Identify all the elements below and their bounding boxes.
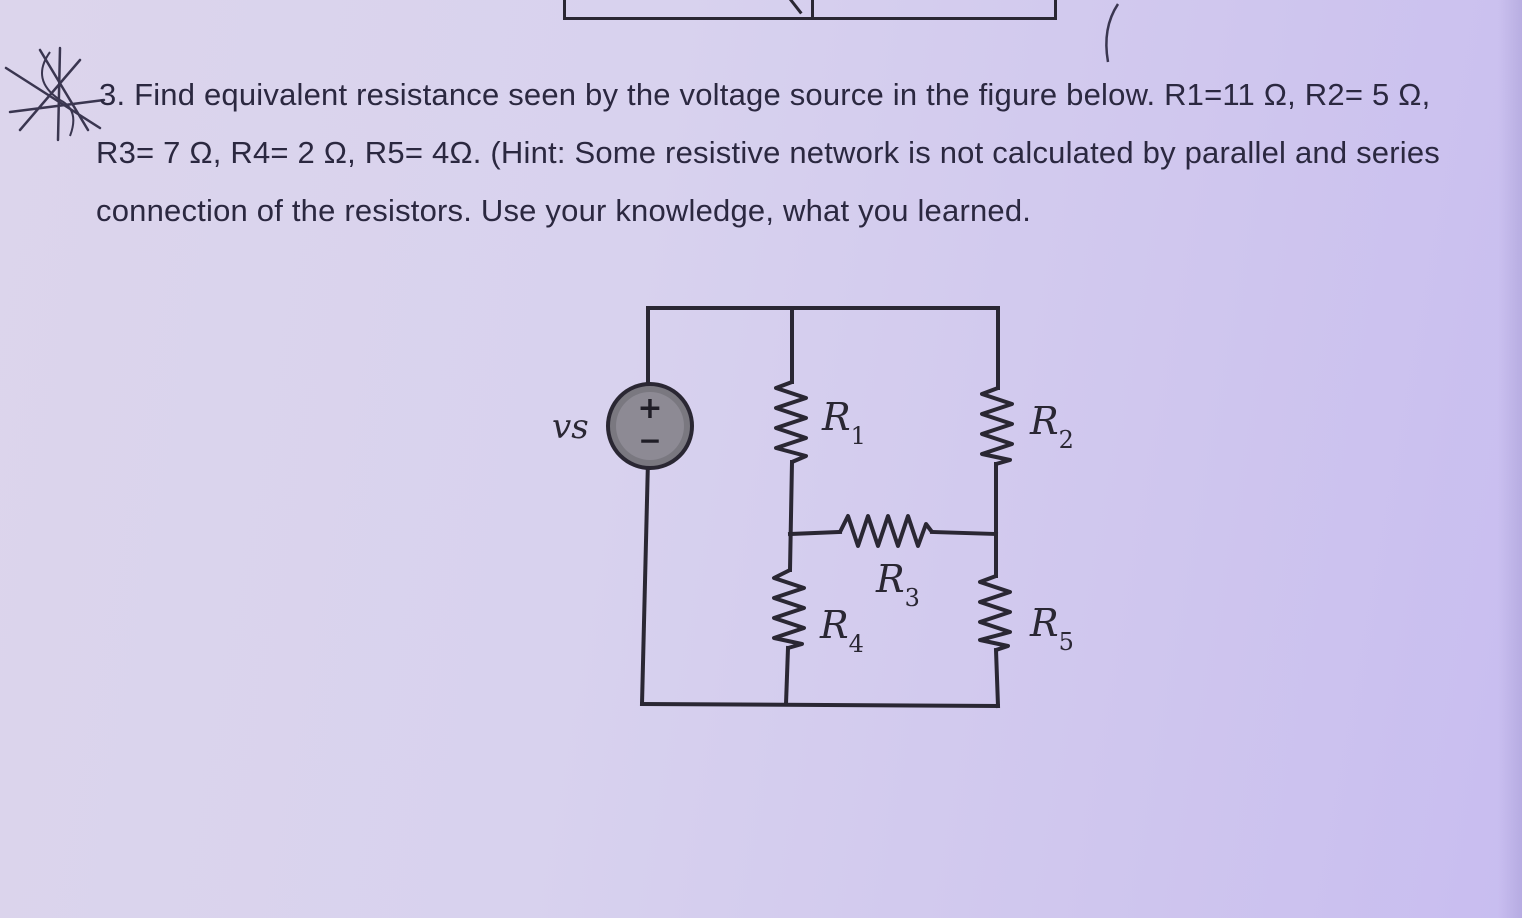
problem-line-2: R3= 7 Ω, R4= 2 Ω, R5= 4Ω. (Hint: Some re… [96,135,1440,170]
resistor-r5-zigzag [978,574,1012,652]
voltage-source: + − [606,382,694,470]
r1-label: R1 [821,395,866,450]
problem-line-3: connection of the resistors. Use your kn… [96,193,1032,228]
wire-r3-left [787,529,843,537]
problem-statement: 3. Find equivalent resistance seen by th… [96,66,1496,240]
previous-figure-fragment [563,0,1057,20]
wire-r3-right [929,529,999,537]
r4-label: R4 [819,603,864,658]
r5-label: R5 [1029,601,1074,656]
wire-right-col-bottom [993,647,1001,709]
handwritten-paren-mark [1105,3,1120,63]
wire-left-lower [639,457,651,707]
wire-mid-col-mid [787,459,795,573]
source-label: vs [552,407,589,447]
circuit-diagram: + − vs R1 R2 R3 R4 R5 [552,306,1074,709]
problem-line-1: 3. Find equivalent resistance seen by th… [99,77,1431,112]
wire-bottom [639,701,1001,709]
resistor-r4-zigzag [772,568,806,650]
r2-label: R2 [1029,399,1074,454]
r3-label: R3 [875,557,920,612]
wire-mid-col-bottom [783,645,791,707]
previous-figure-diagonal [778,0,803,15]
handwritten-star-icon [4,46,106,142]
resistor-r1-zigzag [774,380,808,464]
resistor-r3-zigzag [838,514,934,548]
previous-figure-divider [811,0,814,20]
source-minus-sign: − [638,424,661,457]
resistor-r2-zigzag [980,386,1014,466]
page-edge-shadow [1498,0,1522,918]
source-plus-sign: + [637,391,662,426]
